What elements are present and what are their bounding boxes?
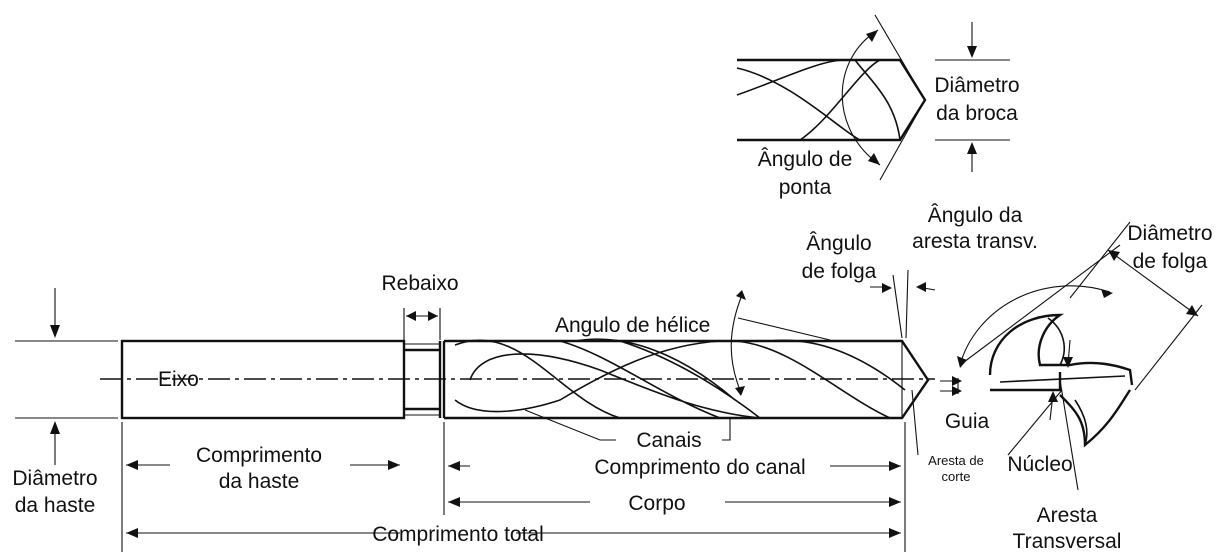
label-corpo: Corpo xyxy=(628,492,685,515)
label-comprimento-haste-1: Comprimento xyxy=(196,444,322,467)
label-guia: Guia xyxy=(945,410,990,433)
label-angulo-folga-1: Ângulo xyxy=(806,232,871,255)
label-angulo-helice: Angulo de hélice xyxy=(555,314,710,337)
label-diametro-folga-2: de folga xyxy=(1133,250,1208,273)
drill-flutes xyxy=(454,338,906,419)
body-length-dimension xyxy=(448,497,901,507)
drill-body-outline xyxy=(444,339,930,420)
label-aresta-corte-1: Aresta de xyxy=(928,453,984,468)
shank-diameter-dimension xyxy=(15,288,118,465)
label-canais: Canais xyxy=(636,429,701,452)
helix-angle-marker xyxy=(730,290,831,396)
label-diametro-broca-2: da broca xyxy=(936,102,1018,125)
label-comprimento-total: Comprimento total xyxy=(372,523,544,546)
label-comprimento-canal: Comprimento do canal xyxy=(594,456,805,479)
label-angulo-aresta-2: aresta transv. xyxy=(912,230,1038,253)
label-diametro-broca-1: Diâmetro xyxy=(934,74,1019,97)
label-diametro-haste-2: da haste xyxy=(15,494,96,517)
label-angulo-ponta-2: ponta xyxy=(779,176,832,199)
flute-length-dimension xyxy=(448,461,901,471)
label-nucleo: Núcleo xyxy=(1007,453,1072,476)
label-angulo-ponta-1: Ângulo de xyxy=(758,148,853,171)
label-aresta-transversal-2: Transversal xyxy=(1013,530,1122,553)
drill-end-view xyxy=(940,221,1203,491)
label-diametro-folga-1: Diâmetro xyxy=(1127,222,1212,245)
drill-point-inset xyxy=(736,14,1010,181)
label-eixo: Eixo xyxy=(158,368,199,391)
label-aresta-corte-2: corte xyxy=(942,469,971,484)
extension-lines xyxy=(121,308,906,552)
label-aresta-transversal-1: Aresta xyxy=(1037,504,1098,527)
shank-length-dimension xyxy=(126,460,400,470)
overall-length-dimension xyxy=(126,528,901,538)
flutes-leader xyxy=(524,409,731,441)
label-angulo-folga-2: de folga xyxy=(802,260,877,283)
clearance-angle-marker xyxy=(870,269,936,339)
label-rebaixo: Rebaixo xyxy=(381,272,458,295)
drill-side-view xyxy=(100,338,935,420)
label-comprimento-haste-2: da haste xyxy=(219,470,300,493)
label-angulo-aresta-1: Ângulo da xyxy=(928,204,1023,227)
label-diametro-haste-1: Diâmetro xyxy=(12,467,97,490)
neck-length-dimension xyxy=(406,311,438,321)
